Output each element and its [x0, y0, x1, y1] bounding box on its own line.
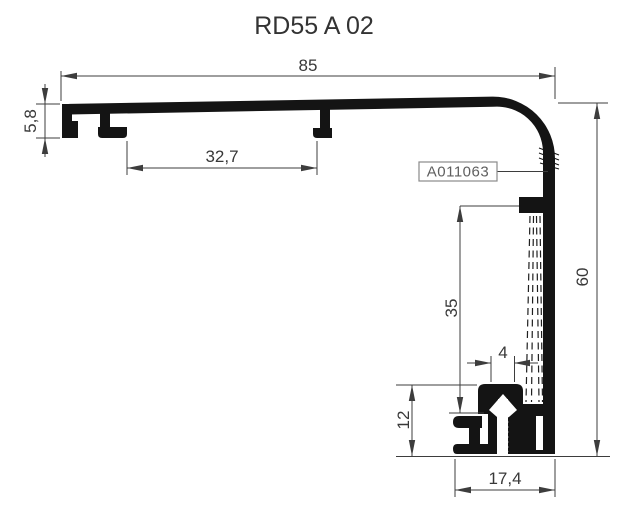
- arrow-down-icon: [408, 440, 416, 456]
- part-label-text: A011063: [427, 164, 489, 181]
- dim-foot-height: 12: [394, 384, 610, 457]
- profile-foot-slot-bottom: [536, 450, 544, 454]
- arrow-up-icon: [41, 138, 49, 154]
- dim-label-foot-height: 12: [394, 411, 413, 430]
- dim-label-foot-width: 17,4: [488, 469, 521, 488]
- dim-overall-width: 85: [60, 56, 556, 101]
- profile-left-c-lip: [70, 121, 78, 138]
- dim-label-overall-height: 60: [573, 268, 592, 287]
- arrow-down-icon: [456, 397, 464, 413]
- part-label-box: [418, 161, 498, 182]
- profile-clip-post: [469, 416, 480, 454]
- profile-hook1-stem: [100, 110, 110, 129]
- arrow-down-icon: [593, 440, 601, 456]
- dim-front-edge-height: 5,8: [21, 84, 60, 157]
- profile-boss-cap: [478, 384, 523, 399]
- profile-glazing-flange: [519, 197, 543, 213]
- profile-boss-left-arm: [478, 397, 489, 414]
- arrow-left-icon: [514, 359, 530, 367]
- profile-hook2-stem: [320, 105, 330, 129]
- profile-hook2-foot: [313, 128, 332, 138]
- arrow-up-icon: [456, 206, 464, 222]
- arrow-left-icon: [455, 486, 471, 494]
- profile-shape: [62, 96, 560, 454]
- dim-foot-width: 17,4: [454, 459, 556, 497]
- profile-foot-bridge: [523, 404, 544, 416]
- part-label: A011063: [418, 161, 548, 182]
- seal-dashed-lines: [525, 215, 544, 403]
- arrow-right-icon: [301, 164, 317, 172]
- dim-glazing-height: 35: [442, 205, 519, 414]
- dim-screw-slot-width: 4: [467, 343, 538, 382]
- profile-boss-left-wall: [488, 397, 498, 454]
- arrow-left-icon: [127, 164, 143, 172]
- profile-clip-bottom-arm: [453, 444, 498, 454]
- arrow-right-icon: [539, 72, 555, 80]
- arrow-down-icon: [41, 88, 49, 104]
- drawing-title: RD55 A 02: [254, 12, 374, 40]
- arrow-up-icon: [593, 103, 601, 119]
- arrow-up-icon: [408, 385, 416, 401]
- wall-serration-ticks: [538, 147, 560, 170]
- arrow-right-icon: [539, 486, 555, 494]
- profile-foot-leg: [523, 416, 536, 454]
- screw-channel-slot: [497, 410, 508, 454]
- arrow-right-icon: [475, 359, 491, 367]
- dim-overall-height: 60: [558, 102, 608, 456]
- arrow-left-icon: [61, 72, 77, 80]
- profile-hook1-foot: [98, 127, 127, 138]
- dim-label-glazing-height: 35: [442, 299, 461, 318]
- dim-groove-spacing: 32,7: [126, 141, 318, 175]
- screw-channel-chevron: [489, 394, 517, 417]
- dim-label-groove-spacing: 32,7: [205, 147, 238, 166]
- dim-label-screw-slot-width: 4: [498, 343, 507, 362]
- dim-label-overall-width: 85: [299, 56, 318, 75]
- dim-label-front-edge-height: 5,8: [21, 109, 40, 133]
